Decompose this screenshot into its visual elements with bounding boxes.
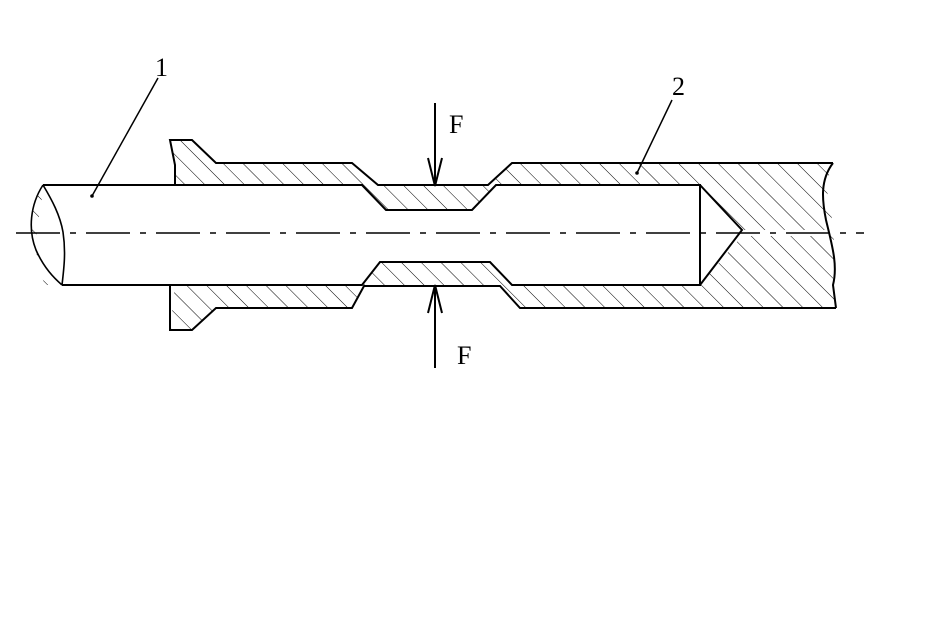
force-arrow-top: [427, 103, 443, 187]
leader-dot-1: [90, 194, 94, 198]
label-force-top: F: [449, 110, 463, 139]
label-part-1: 1: [155, 53, 168, 82]
leader-dot-2: [635, 171, 639, 175]
leader-line-1: [91, 77, 159, 197]
rod-break-hatch: [31, 185, 62, 285]
force-arrow-bottom: [427, 284, 443, 368]
sleeve-bore: [175, 184, 744, 286]
label-force-bottom: F: [457, 341, 471, 370]
leader-line-2: [636, 99, 673, 174]
sleeve-lower-wall: [170, 236, 836, 330]
rod: [30, 184, 175, 286]
rod-break-line: [30, 184, 66, 286]
label-part-2: 2: [672, 72, 685, 101]
sleeve-outline: [168, 139, 837, 331]
